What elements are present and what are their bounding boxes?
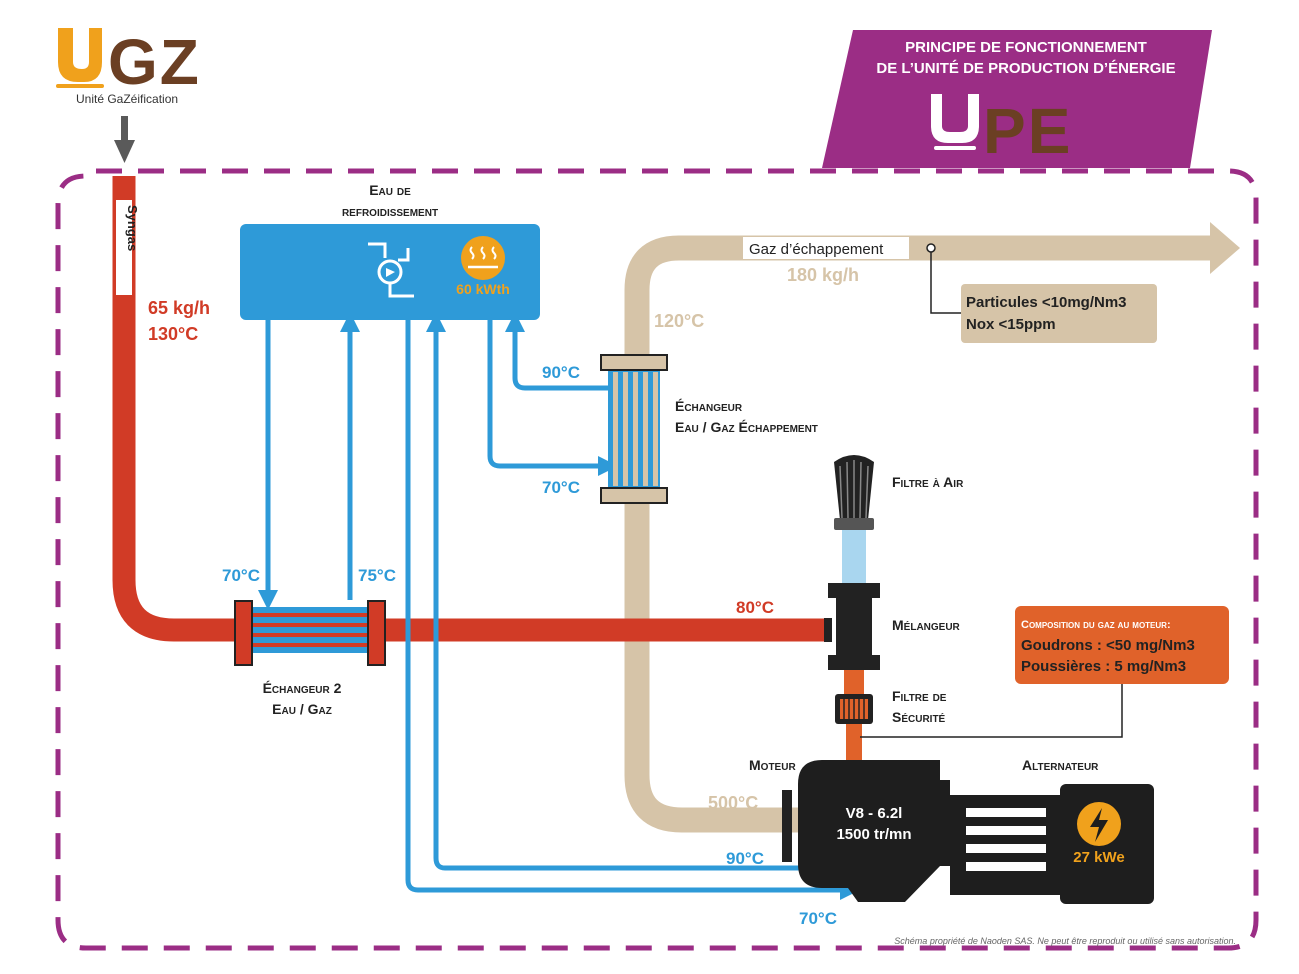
engine: V8 - 6.2l 1500 tr/mn bbox=[782, 760, 950, 902]
safety-filter bbox=[835, 670, 873, 764]
syngas-label: Syngas bbox=[125, 205, 140, 251]
exchanger2-label-1: Échangeur 2 bbox=[263, 680, 342, 696]
alternator: 27 kWe bbox=[950, 784, 1154, 904]
cooling-title-2: refroidissement bbox=[342, 203, 438, 219]
composition-title: Composition du gaz au moteur: bbox=[1021, 619, 1171, 631]
engine-label: Moteur bbox=[749, 757, 796, 773]
air-filter-label: Filtre à Air bbox=[892, 474, 964, 490]
engine-water-in-temp: 90°C bbox=[726, 849, 764, 868]
exhaust-label: Gaz d’échappement bbox=[749, 241, 884, 258]
pump-icon bbox=[368, 242, 414, 298]
water-line-engine-out bbox=[405, 318, 860, 900]
safety-filter-label-2: Sécurité bbox=[892, 709, 946, 725]
emission-particules: Particules <10mg/Nm3 bbox=[966, 294, 1127, 311]
mixer bbox=[824, 583, 880, 670]
copyright-note: Schéma propriété de Naoden SAS. Ne peut … bbox=[894, 936, 1236, 946]
exchanger1-label-1: Échangeur bbox=[675, 398, 743, 414]
upe-logo: PE bbox=[931, 94, 1072, 167]
water-line-ex1-up bbox=[505, 312, 608, 391]
heating-icon bbox=[461, 236, 505, 280]
banner-line2: DE L’UNITÉ DE PRODUCTION D’ÉNERGIE bbox=[876, 60, 1175, 77]
exchanger1-temp-out: 70°C bbox=[542, 478, 580, 497]
gas-water-exchanger bbox=[234, 600, 386, 666]
svg-text:PE: PE bbox=[983, 95, 1072, 167]
water-line-engine-in bbox=[426, 312, 828, 871]
cooling-water-box: Eau de refroidissement 60 kWth bbox=[240, 182, 540, 320]
svg-text:GZ: GZ bbox=[108, 26, 201, 98]
exhaust-temp-engine: 500°C bbox=[708, 793, 758, 813]
input-arrow bbox=[114, 116, 135, 163]
engine-model: V8 - 6.2l bbox=[846, 805, 903, 822]
exhaust-exchanger bbox=[600, 354, 668, 504]
exchanger2-temp-right: 75°C bbox=[358, 566, 396, 585]
lightning-icon bbox=[1077, 802, 1121, 846]
alternator-label: Alternateur bbox=[1022, 757, 1099, 773]
syngas-temp: 130°C bbox=[148, 324, 198, 344]
title-banner: PRINCIPE DE FONCTIONNEMENT DE L’UNITÉ DE… bbox=[822, 30, 1212, 168]
mixer-label: Mélangeur bbox=[892, 617, 961, 633]
water-line-ex1-in bbox=[487, 318, 618, 476]
syngas-flow: 65 kg/h bbox=[148, 298, 210, 318]
exhaust-label-bg bbox=[743, 237, 909, 259]
syngas-pipe: Syngas bbox=[112, 176, 830, 642]
engine-speed: 1500 tr/mn bbox=[836, 826, 911, 843]
water-lines bbox=[258, 312, 860, 900]
exchanger2-temp-left: 70°C bbox=[222, 566, 260, 585]
exchanger1-label-2: Eau / Gaz Échappement bbox=[675, 419, 818, 435]
safety-filter-label-1: Filtre de bbox=[892, 688, 947, 704]
banner-line1: PRINCIPE DE FONCTIONNEMENT bbox=[905, 39, 1147, 56]
ugz-subtitle: Unité GaZéification bbox=[76, 92, 178, 106]
ugz-logo: GZ Unité GaZéification bbox=[56, 26, 201, 106]
cooling-power: 60 kWth bbox=[456, 281, 510, 297]
air-filter bbox=[834, 455, 874, 583]
system-boundary bbox=[55, 168, 1259, 951]
composition-callout: Composition du gaz au moteur: Goudrons :… bbox=[860, 606, 1229, 738]
exhaust-temp-exchanger: 120°C bbox=[654, 311, 704, 331]
exhaust-pipe bbox=[624, 222, 1240, 833]
composition-goudrons: Goudrons : <50 mg/Nm3 bbox=[1021, 637, 1195, 654]
exhaust-flow: 180 kg/h bbox=[787, 265, 859, 285]
exchanger1-temp-in: 90°C bbox=[542, 363, 580, 382]
exchanger2-label-2: Eau / Gaz bbox=[272, 701, 332, 717]
engine-water-out-temp: 70°C bbox=[799, 909, 837, 928]
emissions-callout: Particules <10mg/Nm3 Nox <15ppm bbox=[926, 243, 1157, 343]
emission-nox: Nox <15ppm bbox=[966, 316, 1056, 333]
alternator-power: 27 kWe bbox=[1073, 849, 1124, 866]
gas-line-temp: 80°C bbox=[736, 598, 774, 617]
cooling-title-1: Eau de bbox=[369, 182, 411, 198]
composition-poussieres: Poussières : 5 mg/Nm3 bbox=[1021, 658, 1186, 675]
